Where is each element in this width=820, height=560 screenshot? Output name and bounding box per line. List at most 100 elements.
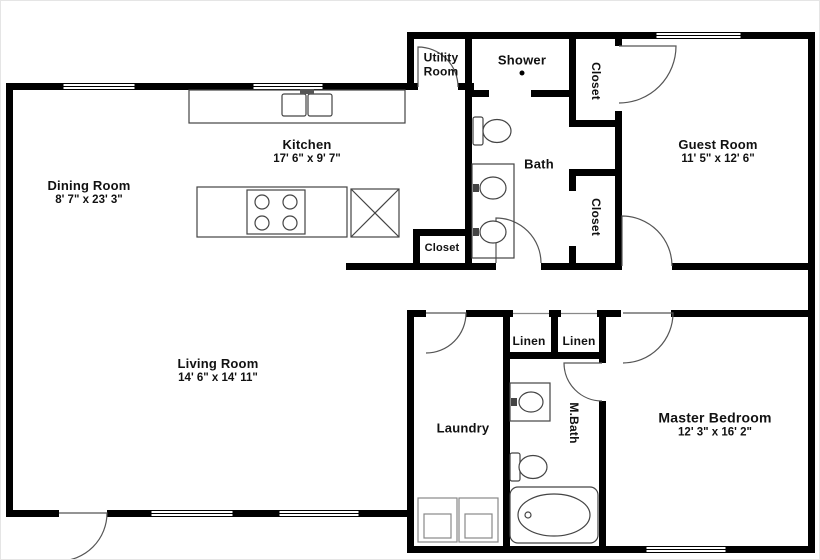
wall-segment [569, 120, 622, 127]
wall-segment [407, 546, 646, 553]
door-arcs [59, 45, 677, 559]
wall-segment [503, 310, 510, 553]
room-label-utility: Utility Room [415, 51, 467, 80]
door-arc-bath [495, 217, 542, 264]
wall-segment [466, 310, 513, 317]
wall-segment [741, 32, 815, 39]
room-label-shower: Shower [498, 53, 546, 68]
toilet-icon [472, 116, 512, 146]
wall-segment [808, 32, 815, 553]
door-arc-guest-closet [618, 45, 677, 104]
room-name: Laundry [436, 420, 490, 436]
wall-segment [671, 310, 815, 317]
kitchen-island [196, 186, 348, 238]
door-arc-utility [417, 46, 459, 88]
room-dims: 8' 7" x 23' 3" [55, 194, 123, 206]
room-label-dining: Dining Room 8' 7" x 23' 3" [47, 178, 130, 206]
window [655, 32, 742, 39]
wall-segment [599, 310, 606, 363]
wall-segment [6, 510, 59, 517]
kitchen-fixtures [188, 89, 406, 238]
room-name: Guest Room [678, 137, 758, 152]
wall-segment [107, 510, 151, 517]
wall-segment [551, 310, 558, 359]
door-arc-guest [621, 215, 673, 267]
wall-segment [407, 32, 414, 90]
room-name: Dining Room [47, 178, 131, 193]
wall-segment [672, 263, 815, 270]
wall-segment [569, 246, 576, 270]
room-name: Kitchen [282, 137, 332, 152]
shower-head-icon [519, 70, 525, 76]
door-arc-patio [59, 512, 108, 559]
wall-segment [465, 32, 472, 270]
wall-segment [726, 546, 815, 553]
wall-segment [135, 83, 253, 90]
wall-segment [597, 310, 621, 317]
room-label-laundry: Laundry [437, 421, 490, 436]
window [150, 510, 234, 517]
room-name: Living Room [177, 356, 259, 371]
wall-segment [531, 90, 569, 97]
room-label-guest: Guest Room 11' 5" x 12' 6" [678, 137, 757, 165]
washer-icon [417, 497, 458, 543]
wall-segment [346, 263, 496, 270]
room-dims: 11' 5" x 12' 6" [681, 153, 755, 165]
kitchen-sink-icon [281, 89, 333, 117]
refrigerator-icon [350, 188, 400, 238]
room-label-bath: Bath [524, 157, 554, 172]
wall-segment [413, 229, 420, 270]
wall-segment [599, 401, 606, 553]
room-name: Closet [589, 198, 603, 236]
room-name: Shower [497, 52, 547, 68]
room-name: Closet [424, 242, 460, 254]
room-name: Closet [589, 62, 603, 100]
wall-segment [323, 83, 418, 90]
room-label-kitchen: Kitchen 17' 6" x 9' 7" [273, 137, 341, 165]
wall-segment [6, 83, 13, 517]
room-label-closet-hall: Closet [425, 242, 460, 254]
wall-segment [413, 229, 472, 236]
wall-segment [541, 263, 622, 270]
room-name: Linen [562, 334, 596, 348]
window [278, 510, 360, 517]
wall-segment [359, 510, 414, 517]
room-label-mbath: M.Bath [567, 402, 581, 443]
mbath-fixtures [509, 382, 599, 544]
wall-segment [407, 310, 414, 553]
room-label-living: Living Room 14' 6" x 14' 11" [178, 356, 259, 384]
door-arc-laundry [425, 312, 467, 354]
mbath-toilet-icon [509, 452, 548, 482]
room-dims: 14' 6" x 14' 11" [178, 372, 258, 384]
wall-segment [615, 111, 622, 270]
room-label-closet-top: Closet [589, 62, 603, 100]
wall-segment [569, 32, 576, 127]
wall-segment [615, 32, 622, 46]
room-label-master: Master Bedroom 12' 3" x 16' 2" [658, 410, 771, 439]
door-arc-master [622, 312, 674, 364]
window [252, 83, 324, 90]
room-name: Master Bedroom [658, 409, 772, 426]
room-dims: 12' 3" x 16' 2" [678, 426, 752, 439]
room-label-linen1: Linen [513, 334, 546, 348]
dryer-icon [458, 497, 499, 543]
wall-segment [407, 32, 656, 39]
window [62, 83, 136, 90]
room-name: Linen [512, 334, 546, 348]
wall-segment [414, 310, 426, 317]
room-dims: 17' 6" x 9' 7" [273, 153, 341, 165]
bathtub-icon [509, 486, 599, 544]
windows [62, 32, 742, 553]
stove-icon [246, 189, 306, 235]
room-label-closet-mid: Closet [589, 198, 603, 236]
window [645, 546, 727, 553]
wall-segment [503, 352, 606, 359]
vanity-sinks-icon [471, 163, 515, 259]
room-name: M.Bath [567, 402, 581, 444]
room-name: Bath [524, 156, 554, 172]
wall-segment [6, 83, 63, 90]
mbath-sink-icon [509, 382, 551, 422]
wall-segment [569, 169, 576, 191]
